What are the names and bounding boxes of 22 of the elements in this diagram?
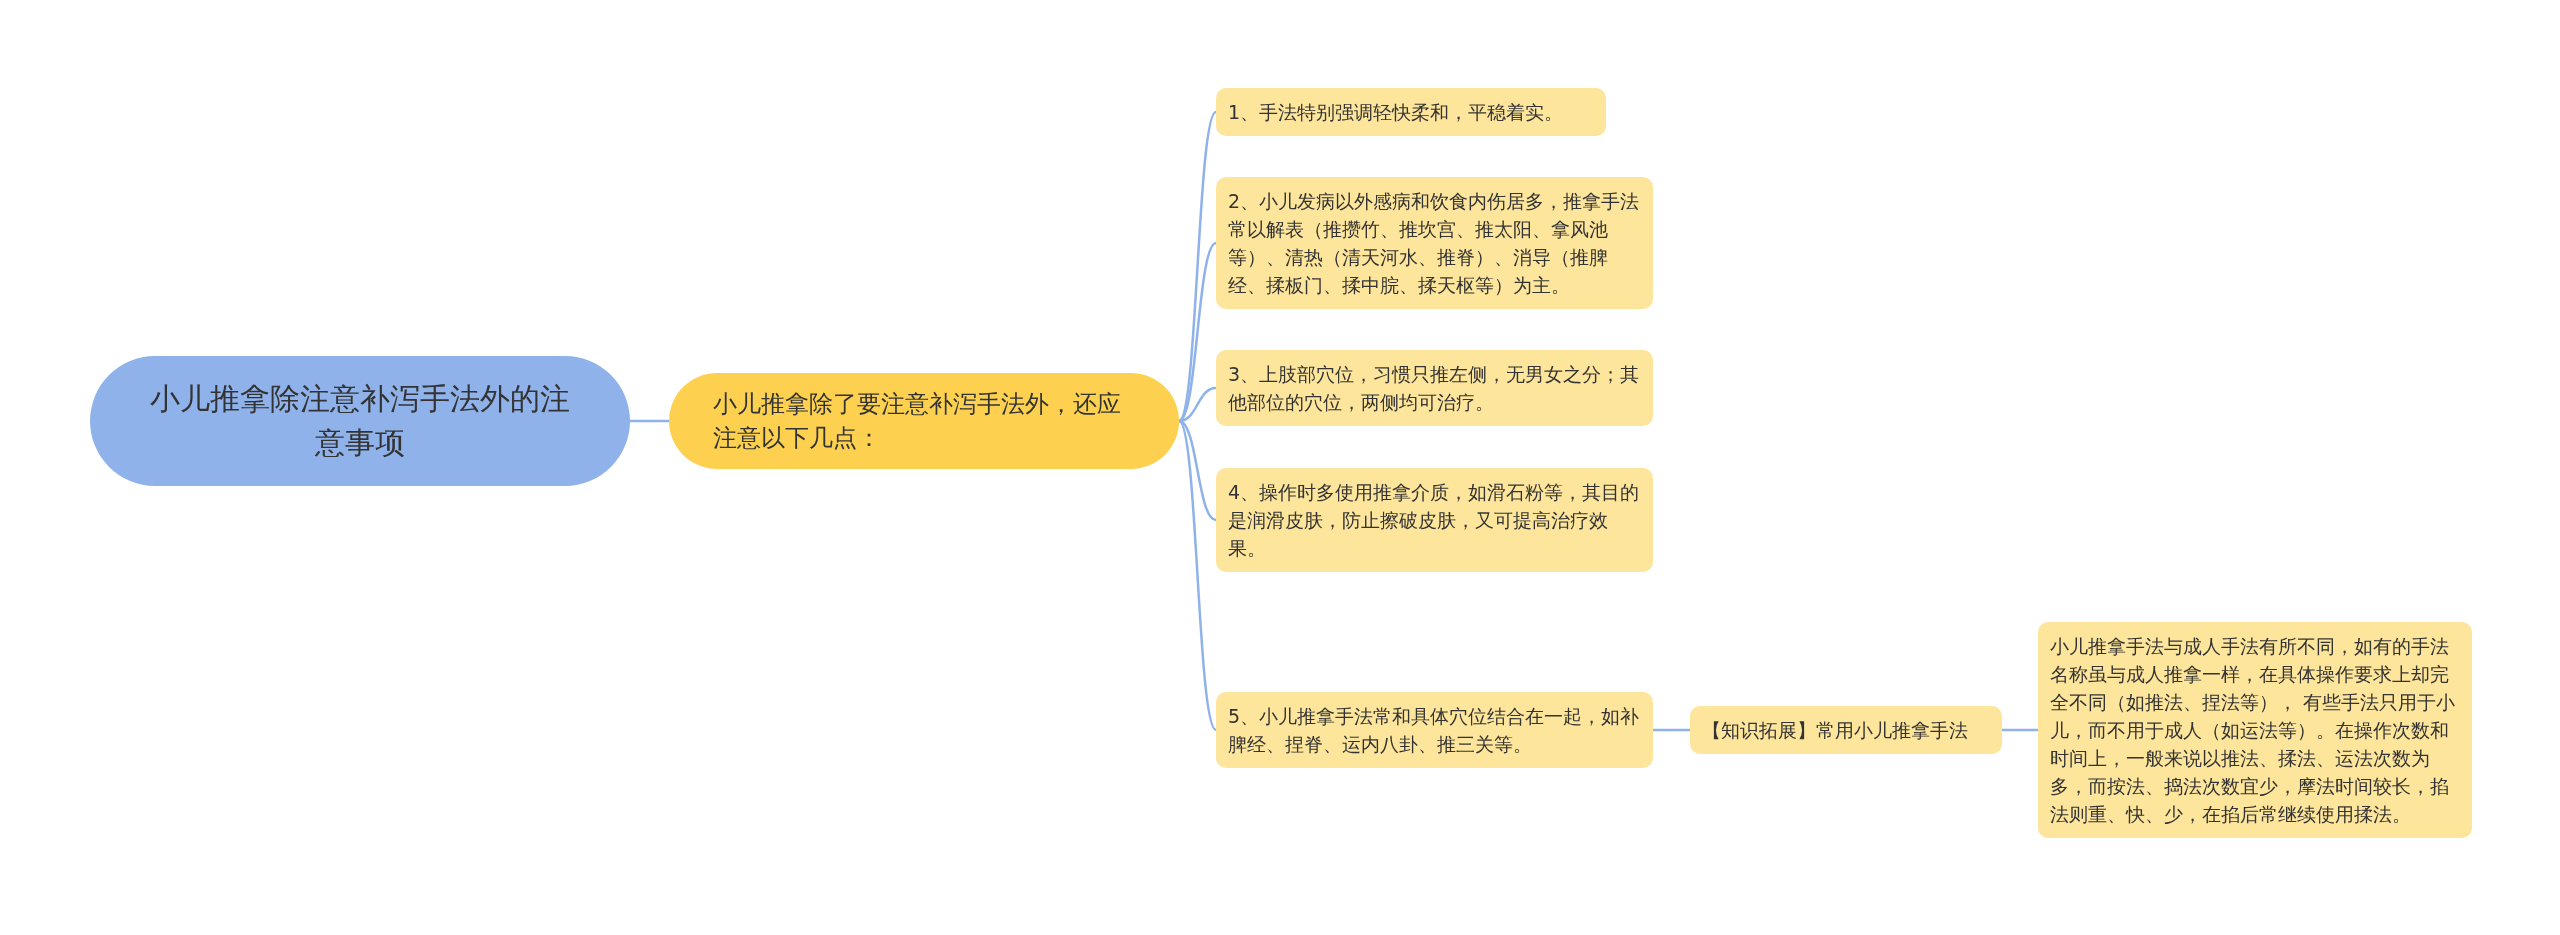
connector-line: [1178, 242, 1217, 422]
connector-line: [1177, 111, 1218, 422]
connector-line: [630, 419, 669, 423]
topic-text: 4、操作时多使用推拿介质，如滑石粉等，其目的是润滑皮肤，防止擦破皮肤，又可提高治疗效果。: [1228, 480, 1641, 561]
subtopic-box: [1690, 706, 2002, 754]
connector-line: [2002, 728, 2038, 732]
connector-line: [1177, 420, 1218, 731]
subtopic-box: [1216, 177, 1653, 309]
topic-text: 小儿推拿除了要注意补泻手法外，还应注意以下几点：: [713, 389, 1122, 454]
topic-text: 小儿推拿手法与成人手法有所不同，如有的手法名称虽与成人推拿一样，在具体操作要求上却完全不同（如推法、捏法等）， 有些手法只用于小儿，而不用于成人（如运法等）。在操作次数和时间上，一般来说以推法、揉法、运法次数为多，而按法、捣法次数宜少，摩法时间较长，掐法则重、快、少，在掐后常继续使用揉法。: [2050, 634, 2457, 827]
connector-line: [1653, 728, 1690, 732]
subtopic-box: [1216, 468, 1653, 572]
subtopic-box: [1216, 350, 1653, 426]
subtopic-box: [1216, 692, 1653, 768]
topic-text: 5、小儿推拿手法常和具体穴位结合在一起，如补脾经、捏脊、运内八卦、推三关等。: [1228, 704, 1641, 757]
topic-text: 小儿推拿除注意补泻手法外的注意事项: [150, 380, 570, 462]
topic-text: 3、上肢部穴位，习惯只推左侧，无男女之分；其他部位的穴位，两侧均可治疗。: [1228, 362, 1641, 415]
topic-text: 【知识拓展】常用小儿推拿手法: [1702, 718, 1969, 743]
subtopic-box: [1216, 88, 1606, 136]
topic-text: 2、小儿发病以外感病和饮食内伤居多，推拿手法常以解表（推攒竹、推坎宫、推太阳、拿风池等）、清热（清天河水、推脊）、消导（推脾经、揉板门、揉中脘、揉天枢等）为主。: [1228, 189, 1641, 298]
detail-box: [2038, 622, 2472, 838]
topic-text: 1、手法特别强调轻快柔和，平稳着实。: [1228, 100, 1565, 125]
